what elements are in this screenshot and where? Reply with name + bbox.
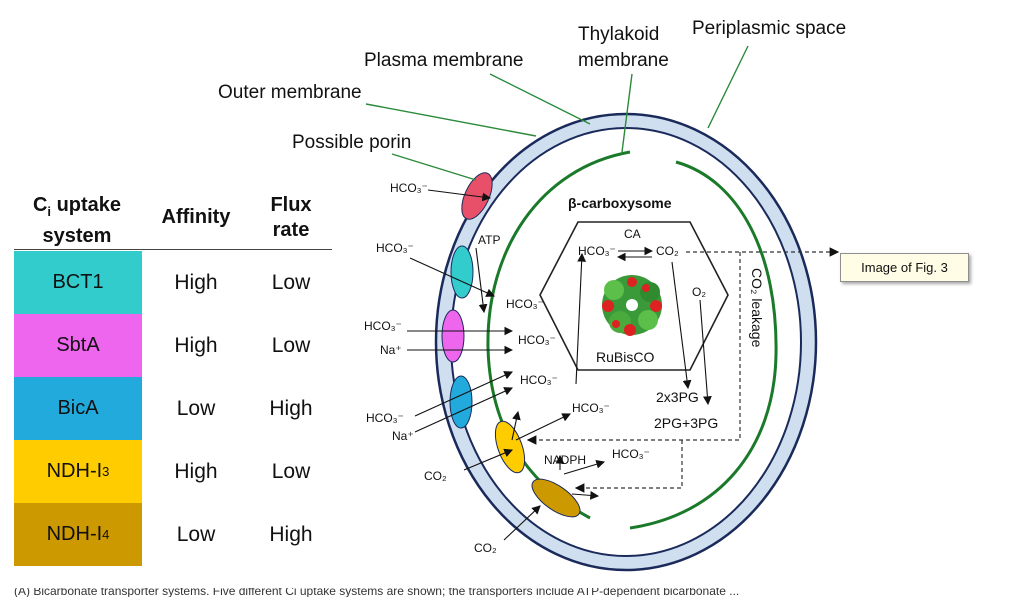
label-atp: ATP bbox=[478, 233, 500, 247]
thylakoid-membrane-left bbox=[486, 150, 631, 520]
thylakoid-membrane-right bbox=[629, 160, 778, 530]
label-hco3-porin: HCO₃⁻ bbox=[390, 181, 428, 195]
label-possible-porin: Possible porin bbox=[292, 132, 411, 153]
row-affinity: High bbox=[174, 459, 218, 483]
label-carboxysome: β-carboxysome bbox=[568, 195, 672, 211]
bct1-transporter bbox=[450, 245, 474, 299]
label-2pg-3pg: 2PG+3PG bbox=[654, 415, 718, 431]
label-hco3-carboxysome: HCO₃⁻ bbox=[578, 244, 616, 258]
label-thylakoid-line2: membrane bbox=[578, 50, 669, 71]
label-hco3-bica: HCO₃⁻ bbox=[366, 411, 404, 425]
label-hco3-bct1: HCO₃⁻ bbox=[376, 241, 414, 255]
rubisco-structure bbox=[602, 275, 662, 336]
label-na-bica: Na⁺ bbox=[392, 429, 414, 443]
flux-arrows bbox=[407, 189, 712, 541]
table-row: BCT1 High Low bbox=[14, 251, 332, 314]
table-row: BicA Low High bbox=[14, 377, 332, 440]
caption-text: (A) Bicarbonate transporter systems. Fiv… bbox=[14, 588, 740, 597]
co2-leakage-path bbox=[526, 247, 840, 493]
row-flux: Low bbox=[271, 270, 311, 294]
label-hco3-ndh3: HCO₃⁻ bbox=[572, 401, 610, 415]
row-affinity: Low bbox=[176, 396, 216, 420]
header-ci-uptake-system: Ci uptake system bbox=[32, 194, 122, 247]
bica-transporter bbox=[449, 375, 473, 429]
sbta-transporter bbox=[441, 309, 465, 363]
row-flux: High bbox=[269, 396, 313, 420]
label-nadph: NADPH bbox=[544, 453, 586, 467]
row-name-bica: BicA bbox=[14, 377, 142, 440]
row-flux: High bbox=[269, 522, 313, 546]
label-leader-lines bbox=[365, 45, 749, 181]
header-divider bbox=[14, 249, 332, 250]
label-hco3-in-1: HCO₃⁻ bbox=[506, 297, 544, 311]
label-hco3-sbta: HCO₃⁻ bbox=[364, 319, 402, 333]
label-thylakoid-line1: Thylakoid bbox=[578, 24, 659, 45]
label-co2-carboxysome: CO₂ bbox=[656, 244, 679, 258]
image-tooltip[interactable]: Image of Fig. 3 bbox=[840, 253, 969, 282]
row-affinity: High bbox=[174, 333, 218, 357]
caption-strip: (A) Bicarbonate transporter systems. Fiv… bbox=[14, 588, 1014, 597]
row-flux: Low bbox=[271, 333, 311, 357]
label-plasma-membrane: Plasma membrane bbox=[364, 50, 523, 71]
row-affinity: Low bbox=[176, 522, 216, 546]
row-name-bct1: BCT1 bbox=[14, 251, 142, 314]
label-hco3-in-3: HCO₃⁻ bbox=[520, 373, 558, 387]
label-co2-leakage: CO₂ leakage bbox=[749, 268, 765, 348]
row-name-sbta: SbtA bbox=[14, 314, 142, 377]
label-outer-membrane: Outer membrane bbox=[218, 82, 362, 103]
table-row: SbtA High Low bbox=[14, 314, 332, 377]
label-na-sbta: Na⁺ bbox=[380, 343, 402, 357]
label-ca: CA bbox=[624, 227, 641, 241]
row-affinity: High bbox=[174, 270, 218, 294]
label-co2-ndh4: CO₂ bbox=[474, 541, 497, 555]
row-flux: Low bbox=[271, 459, 311, 483]
label-o2: O₂ bbox=[692, 285, 706, 299]
label-periplasmic-space: Periplasmic space bbox=[692, 18, 846, 39]
label-rubisco: RuBisCO bbox=[596, 349, 654, 365]
ndh-i3-transporter bbox=[494, 420, 526, 474]
label-hco3-in-2: HCO₃⁻ bbox=[518, 333, 556, 347]
label-2x3pg: 2x3PG bbox=[656, 389, 699, 405]
ndh-i4-transporter bbox=[531, 478, 581, 518]
label-co2-ndh3: CO₂ bbox=[424, 469, 447, 483]
label-hco3-ndh4: HCO₃⁻ bbox=[612, 447, 650, 461]
header-affinity: Affinity bbox=[161, 206, 231, 228]
